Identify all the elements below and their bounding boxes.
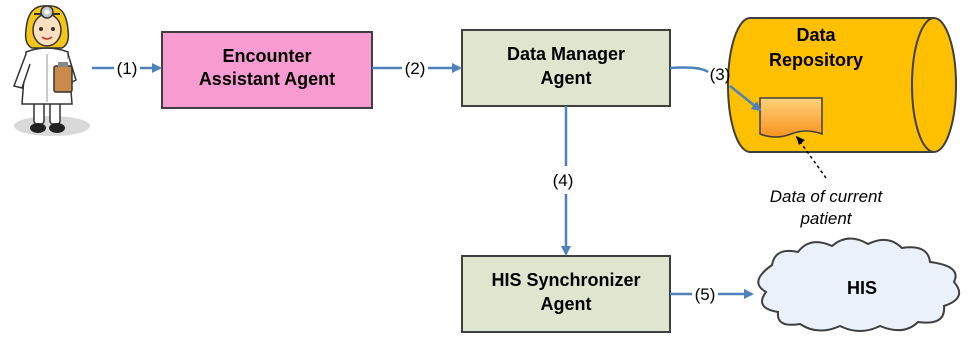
his-synchronizer-agent-node: HIS Synchronizer Agent — [461, 255, 671, 333]
edge-3: (3) — [669, 65, 762, 112]
annotation-line1: Data of current — [770, 187, 884, 206]
edge-1: (1) — [92, 59, 162, 78]
doctor-icon — [13, 5, 90, 136]
patient-data-annotation: Data of current patient — [770, 135, 884, 228]
his-cloud-node: HIS — [757, 237, 961, 332]
edge-4: (4) — [553, 106, 574, 256]
data-repository-label-line1: Data — [796, 25, 836, 45]
data-manager-label-line2: Agent — [541, 68, 592, 88]
his-sync-label-line2: Agent — [541, 294, 592, 314]
edge-3-label: (3) — [710, 65, 731, 84]
data-manager-label-line1: Data Manager — [507, 44, 625, 64]
data-manager-agent-box — [461, 29, 671, 107]
edge-2-label: (2) — [405, 59, 426, 78]
patient-document-icon — [759, 97, 823, 138]
his-label: HIS — [847, 278, 877, 298]
edge-1-label: (1) — [117, 59, 138, 78]
his-cloud-shape — [757, 237, 961, 332]
encounter-agent-label-line2: Assistant Agent — [199, 69, 335, 89]
data-repository-node: Data Repository — [727, 17, 957, 153]
edge-5-label: (5) — [695, 285, 716, 304]
edge-4-label: (4) — [553, 171, 574, 190]
annotation-line2: patient — [799, 209, 852, 228]
data-repository-label-line2: Repository — [769, 50, 863, 70]
his-synchronizer-agent-box — [461, 255, 671, 333]
encounter-assistant-agent-node: Encounter Assistant Agent — [161, 31, 373, 109]
edge-2: (2) — [372, 59, 462, 78]
his-sync-label-line1: HIS Synchronizer — [491, 270, 640, 290]
encounter-agent-label-line1: Encounter — [222, 46, 311, 66]
edge-5: (5) — [670, 285, 754, 304]
data-manager-agent-node: Data Manager Agent — [461, 29, 671, 107]
encounter-assistant-agent-box — [161, 31, 373, 109]
